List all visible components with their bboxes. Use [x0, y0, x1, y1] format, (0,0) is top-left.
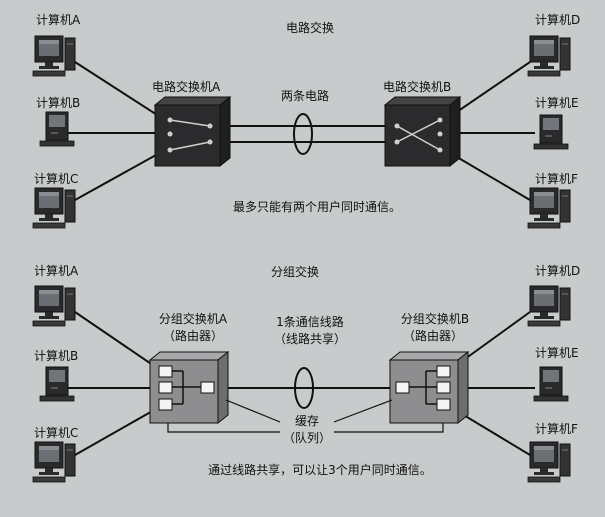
computer-f-label: 计算机F — [535, 171, 578, 186]
computer-b-label-2: 计算机B — [34, 348, 78, 363]
circuit-link-a — [74, 61, 166, 121]
computer-a-icon-2 — [32, 285, 76, 327]
computer-e-icon — [533, 114, 569, 150]
circuit-title: 电路交换 — [286, 20, 334, 35]
computer-e-label: 计算机E — [535, 95, 579, 110]
shared-line-label: 1条通信线路 — [276, 314, 344, 329]
computer-f-icon-2 — [527, 441, 571, 483]
packet-switch-b-label: 分组交换机B — [401, 311, 469, 326]
circuit-link-c — [74, 149, 166, 201]
computer-a-label-2: 计算机A — [34, 263, 79, 278]
buffer-sublabel: （队列） — [283, 430, 331, 445]
computer-e-label-2: 计算机E — [535, 345, 579, 360]
circuit-switch-a-label: 电路交换机A — [152, 79, 221, 94]
buffer-label: 缓存 — [295, 414, 319, 428]
computer-f-icon — [527, 187, 571, 229]
two-circuits-label: 两条电路 — [281, 88, 329, 103]
computer-c-icon — [32, 187, 76, 229]
buffer-pointer-b — [333, 399, 393, 423]
circuit-switch-b-label: 电路交换机B — [383, 79, 451, 94]
packet-switch-a-label: 分组交换机A — [159, 311, 228, 326]
packet-title: 分组交换 — [271, 264, 319, 279]
computer-c-icon-2 — [32, 441, 76, 483]
computer-c-label-2: 计算机C — [34, 425, 78, 440]
packet-switch-b-sublabel: （路由器） — [403, 328, 463, 343]
packet-caption: 通过线路共享，可以让3个用户同时通信。 — [208, 462, 432, 477]
buffer-bracket-a — [167, 423, 280, 433]
computer-d-label: 计算机D — [535, 12, 580, 27]
computer-b-icon-2 — [39, 366, 75, 402]
computer-a-label: 计算机A — [36, 12, 81, 27]
computer-b-icon — [39, 111, 75, 147]
packet-switch-b — [388, 350, 470, 425]
packet-switch-a-sublabel: （路由器） — [163, 328, 223, 343]
computer-f-label-2: 计算机F — [535, 421, 578, 436]
computer-a-icon — [32, 35, 76, 77]
buffer-bracket-b — [334, 423, 444, 433]
shared-line-ring — [294, 367, 314, 409]
computer-d-icon — [527, 35, 571, 77]
packet-switching-section: 分组交换 计算机A 计算机B 计算机C 计算机D 计算机E 计算机F 分组交换机… — [32, 263, 580, 483]
circuit-switching-section: 电路交换 计算机A 计算机B 计算机C 计算机D 计算机E 计算机F 电路交换机… — [32, 12, 580, 229]
circuit-caption: 最多只能有两个用户同时通信。 — [233, 199, 401, 214]
circuit-switch-b — [383, 95, 462, 168]
packet-switch-a — [148, 350, 230, 425]
circuit-switch-a — [153, 95, 232, 168]
computer-d-label-2: 计算机D — [535, 263, 580, 278]
computer-b-label: 计算机B — [36, 95, 80, 110]
shared-line-sublabel: （线路共享） — [274, 331, 346, 346]
buffer-pointer-a — [225, 399, 281, 423]
packet-link-a — [74, 311, 164, 373]
computer-e-icon-2 — [533, 366, 569, 402]
computer-d-icon-2 — [527, 285, 571, 327]
packet-link-c — [74, 404, 164, 456]
computer-c-label: 计算机C — [34, 171, 78, 186]
circuit-bundle-ring — [293, 113, 313, 155]
